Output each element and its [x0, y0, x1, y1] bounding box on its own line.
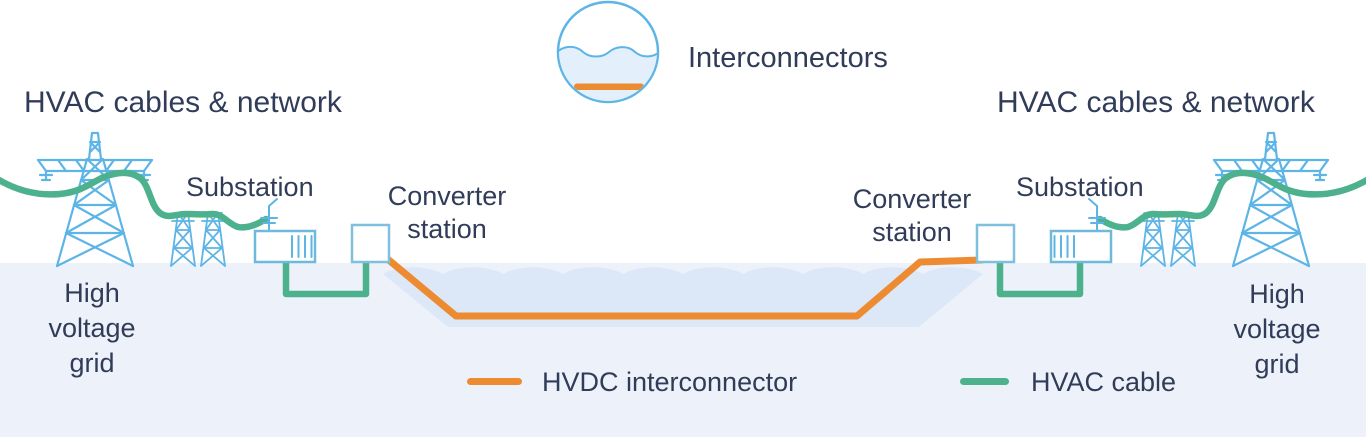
- hvac-legend-label: HVAC cable: [1031, 367, 1177, 397]
- right-substation-label: Substation: [1016, 172, 1144, 202]
- left-substation-label: Substation: [186, 172, 314, 202]
- left-high-voltage-grid-label: High voltage grid: [48, 278, 136, 378]
- sea-water: [383, 267, 983, 327]
- interconnector-icon: [556, 0, 660, 104]
- hvac-line-swatch: [960, 378, 1009, 385]
- hvdc-line-swatch: [467, 378, 522, 385]
- substation-coils: [291, 235, 313, 258]
- pylon-small-pair: [170, 212, 226, 267]
- hvac-network-left: [0, 131, 391, 298]
- hvdc-legend-label: HVDC interconnector: [542, 367, 798, 397]
- right-high-voltage-grid-label: High voltage grid: [1233, 279, 1321, 379]
- pylon-large: [36, 131, 154, 268]
- substation-box: [253, 198, 317, 264]
- left-network-title: HVAC cables & network: [24, 86, 342, 119]
- hvac-cable: [0, 169, 270, 231]
- right-network-title: HVAC cables & network: [997, 86, 1315, 119]
- insulator-icon: [38, 169, 152, 182]
- converter-station-box: [350, 223, 391, 264]
- hvac-link: [282, 256, 370, 298]
- icon-cable-bar: [574, 83, 644, 90]
- interconnectors-label: Interconnectors: [688, 42, 888, 74]
- icon-wave-line: [559, 45, 657, 58]
- substation-mast: [260, 198, 278, 232]
- left-converter-station-label: Converter station: [387, 181, 507, 244]
- hvdc-interconnector-cable: [380, 252, 986, 320]
- right-converter-station-label: Converter station: [852, 184, 972, 247]
